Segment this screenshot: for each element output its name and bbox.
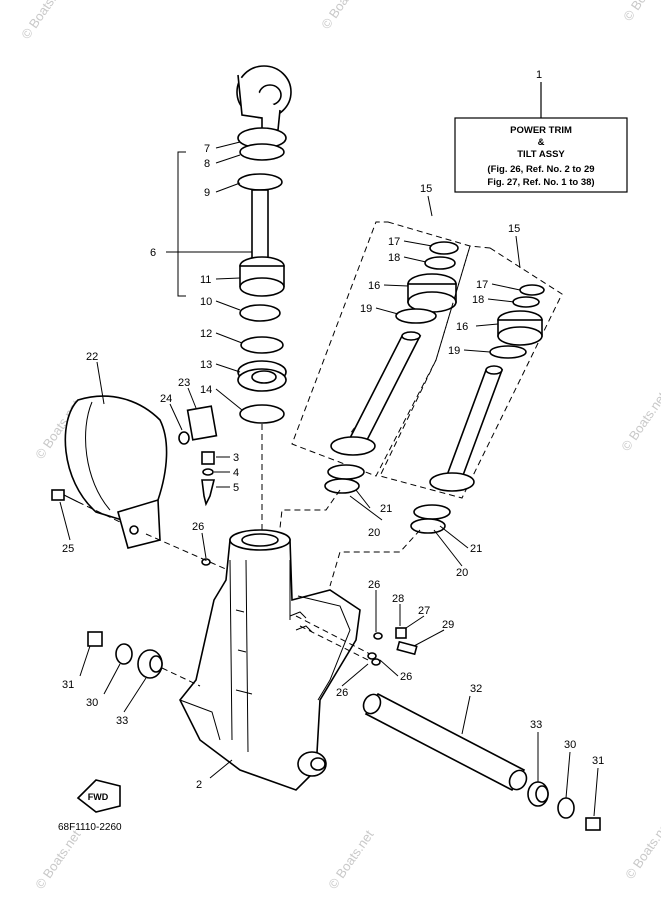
- leader-lines: [59, 141, 599, 817]
- right-end-parts: [527, 781, 601, 831]
- callout-7: 7: [204, 143, 210, 155]
- title-line-4: (Fig. 26, Ref. No. 2 to 29: [487, 164, 594, 175]
- callout-26-d: 26: [336, 687, 348, 699]
- small-parts: [178, 405, 218, 566]
- callout-8: 8: [204, 158, 210, 170]
- callout-29: 29: [442, 619, 454, 631]
- callout-32: 32: [470, 683, 482, 695]
- callout-20-left: 20: [368, 527, 380, 539]
- watermark-right: © Boats.net: [618, 389, 661, 454]
- callout-9: 9: [204, 187, 210, 199]
- watermark-bottom-left: © Boats.net: [32, 827, 84, 892]
- motor-housing: [64, 395, 168, 549]
- watermark-bottom-right: © Boats.net: [622, 817, 661, 882]
- callout-31-left: 31: [62, 679, 74, 691]
- callout-20-right: 20: [456, 567, 468, 579]
- watermark-top-mid: © Boats.net: [318, 0, 370, 32]
- callout-26-a: 26: [192, 521, 204, 533]
- callout-16-left: 16: [368, 280, 380, 292]
- callout-30-right: 30: [564, 739, 576, 751]
- callout-2: 2: [196, 779, 202, 791]
- main-bracket: [179, 529, 361, 791]
- callout-3: 3: [233, 452, 239, 464]
- title-line-1: POWER TRIM: [510, 125, 572, 136]
- callout-33-right: 33: [530, 719, 542, 731]
- watermark-top-right: © Boats.net: [620, 0, 661, 24]
- callout-28: 28: [392, 593, 404, 605]
- callout-26-c: 26: [400, 671, 412, 683]
- callout-21-right: 21: [470, 543, 482, 555]
- trim-cylinder-right: [379, 245, 563, 534]
- fwd-label: FWD: [88, 792, 109, 802]
- left-end-parts: [87, 631, 201, 687]
- tilt-cylinder-assembly: [177, 65, 292, 424]
- callout-12: 12: [200, 328, 212, 340]
- callout-14: 14: [200, 384, 212, 396]
- title-line-2: &: [538, 137, 545, 148]
- callout-22: 22: [86, 351, 98, 363]
- callout-26-b: 26: [368, 579, 380, 591]
- callout-6: 6: [150, 247, 156, 259]
- pins: [295, 615, 418, 666]
- callout-27: 27: [418, 605, 430, 617]
- tilt-shaft: [362, 692, 528, 792]
- callout-30-left: 30: [86, 697, 98, 709]
- callout-33-left: 33: [116, 715, 128, 727]
- callout-18-left: 18: [388, 252, 400, 264]
- watermark-bottom-mid: © Boats.net: [325, 827, 377, 892]
- callout-11: 11: [200, 274, 211, 286]
- callout-1: 1: [536, 69, 542, 81]
- fwd-arrow: FWD: [76, 779, 121, 813]
- callout-18-right: 18: [472, 294, 484, 306]
- callout-4: 4: [233, 467, 239, 479]
- callout-31-right: 31: [592, 755, 604, 767]
- callout-17-right: 17: [476, 279, 488, 291]
- callout-19-right: 19: [448, 345, 460, 357]
- callout-15-right: 15: [508, 223, 520, 235]
- callout-25: 25: [62, 543, 74, 555]
- callout-10: 10: [200, 296, 212, 308]
- diagram-code: 68F1110-2260: [58, 822, 122, 833]
- callout-5: 5: [233, 482, 239, 494]
- callout-24: 24: [160, 393, 172, 405]
- callout-13: 13: [200, 359, 212, 371]
- callout-17-left: 17: [388, 236, 400, 248]
- guide-lines: [145, 424, 421, 587]
- title-box: POWER TRIM & TILT ASSY (Fig. 26, Ref. No…: [454, 82, 628, 193]
- callout-19-left: 19: [360, 303, 372, 315]
- callout-21-left: 21: [380, 503, 392, 515]
- callout-15-left: 15: [420, 183, 432, 195]
- bolt-25: [51, 489, 121, 523]
- watermark-top-left: © Boats.net: [18, 0, 70, 42]
- title-line-5: Fig. 27, Ref. No. 1 to 38): [487, 177, 594, 188]
- title-line-3: TILT ASSY: [517, 149, 565, 160]
- trim-cylinder-left: [291, 221, 471, 494]
- callout-23: 23: [178, 377, 190, 389]
- callout-16-right: 16: [456, 321, 468, 333]
- callouts: 1 2 3 4 5 6 7 8 9 10 11 12 13 14 15 15 1…: [62, 69, 604, 791]
